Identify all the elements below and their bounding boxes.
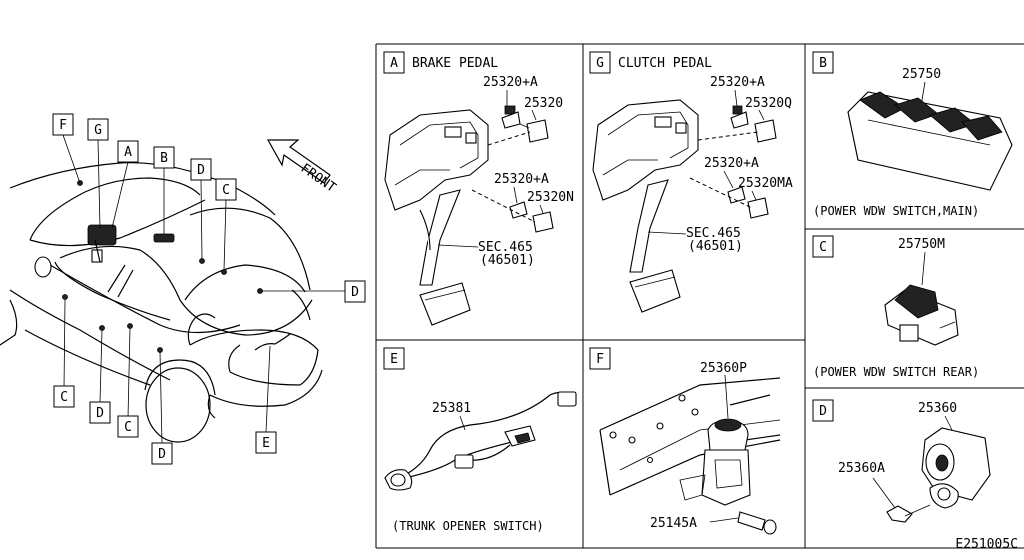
panel-d-switch: D 25360 25360A (812, 399, 991, 523)
svg-text:25320+A: 25320+A (704, 156, 759, 171)
callout-F: F (52, 113, 74, 136)
svg-text:G: G (596, 56, 604, 71)
svg-text:C: C (222, 183, 230, 198)
svg-text:E: E (262, 436, 270, 451)
svg-text:25320MA: 25320MA (738, 176, 793, 191)
svg-text:C: C (124, 420, 132, 435)
callout-C-mid: C (117, 415, 139, 438)
svg-text:A: A (390, 56, 398, 71)
svg-text:C: C (819, 240, 827, 255)
callout-E: E (255, 431, 277, 454)
svg-text:25750: 25750 (902, 67, 941, 82)
svg-text:D: D (351, 285, 359, 300)
callout-B: B (153, 146, 175, 169)
rear-switch-caption: (POWER WDW SWITCH REAR) (813, 365, 979, 379)
callout-D-right: D (344, 280, 366, 303)
callout-C-top: C (215, 178, 237, 201)
diagram-code: E251005C (955, 537, 1018, 552)
svg-text:D: D (197, 163, 205, 178)
svg-text:25360P: 25360P (700, 361, 747, 376)
svg-text:E: E (390, 352, 398, 367)
front-arrow: FRONT (266, 139, 339, 196)
svg-text:25320+A: 25320+A (494, 172, 549, 187)
brake-pedal-title: BRAKE PEDAL (412, 56, 498, 71)
trunk-opener-caption: (TRUNK OPENER SWITCH) (392, 519, 544, 533)
svg-text:(46501): (46501) (480, 253, 535, 268)
svg-text:D: D (158, 447, 166, 462)
svg-text:25320+A: 25320+A (710, 75, 765, 90)
main-switch-caption: (POWER WDW SWITCH,MAIN) (813, 204, 979, 218)
svg-text:25320+A: 25320+A (483, 75, 538, 90)
panel-power-window-main: B 25750 (POWER WDW SWITCH,MAIN) (812, 51, 1013, 218)
svg-text:B: B (160, 151, 168, 166)
svg-text:(46501): (46501) (688, 239, 743, 254)
svg-text:G: G (94, 123, 102, 138)
svg-text:25360A: 25360A (838, 461, 885, 476)
callout-D-top: D (190, 158, 212, 181)
svg-text:25320N: 25320N (527, 190, 574, 205)
clutch-pedal-title: CLUTCH PEDAL (618, 56, 712, 71)
panel-frames (375, 43, 1024, 549)
svg-text:D: D (819, 404, 827, 419)
svg-text:25360: 25360 (918, 401, 957, 416)
callout-G: G (87, 118, 109, 141)
callout-D-bottom: D (151, 442, 173, 465)
pedal-assembly-marker (87, 224, 117, 263)
svg-text:F: F (59, 118, 67, 133)
svg-text:C: C (60, 390, 68, 405)
svg-text:SEC.465: SEC.465 (478, 240, 533, 255)
panel-trunk-opener: E 25381 (TRUNK OPENER SWITCH) (383, 347, 577, 533)
svg-text:25320Q: 25320Q (745, 96, 792, 111)
panel-power-window-rear: C 25750M (POWER WDW SWITCH REAR) (812, 235, 979, 379)
callout-D-mid: D (89, 401, 111, 424)
panel-clutch-pedal: G CLUTCH PEDAL 25320+A 25320Q 25320+A 25… (589, 51, 793, 313)
main-switch-marker (153, 233, 175, 243)
svg-text:D: D (96, 406, 104, 421)
svg-text:25750M: 25750M (898, 237, 945, 252)
svg-text:B: B (819, 56, 827, 71)
callout-A: A (117, 140, 139, 163)
callout-boxes: F G A B D C D C D C D E (52, 113, 366, 465)
svg-text:25381: 25381 (432, 401, 471, 416)
svg-text:A: A (124, 145, 132, 160)
svg-text:25320: 25320 (524, 96, 563, 111)
svg-text:F: F (596, 352, 604, 367)
svg-text:25145A: 25145A (650, 516, 697, 531)
panel-brake-pedal: A BRAKE PEDAL 25320+A 25320 25320+A 2532… (383, 51, 574, 326)
svg-text:SEC.465: SEC.465 (686, 226, 741, 241)
car-overview (0, 134, 345, 444)
callout-C-left: C (53, 385, 75, 408)
panel-f-switch: F 25360P 25145A (589, 347, 781, 535)
